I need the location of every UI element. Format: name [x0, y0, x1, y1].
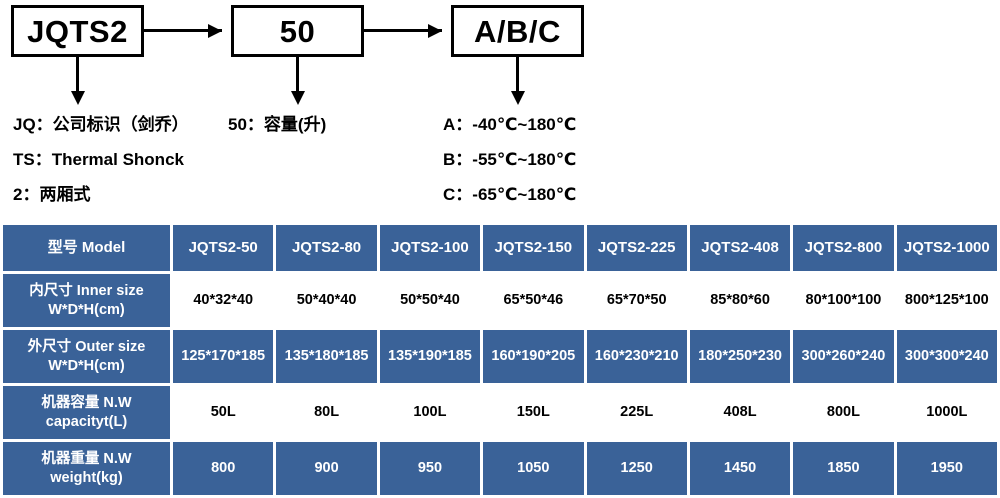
cell-weight-6: 1450 [689, 442, 791, 495]
cell-weight-2: 900 [276, 442, 377, 495]
cell-capacity-3: 100L [379, 386, 481, 439]
legend-line-b: B：-55℃~180℃ [443, 150, 577, 169]
cell-outer-size-2: 135*180*185 [276, 330, 377, 383]
row-label-inner-size: 内尺寸 Inner size W*D*H(cm) [3, 274, 170, 327]
legend-volume: 50：容量(升) [228, 116, 326, 151]
code-box-temperature: A/B/C [451, 5, 584, 57]
cell-weight-8: 1950 [896, 442, 997, 495]
row-label-inner-size-line2: W*D*H(cm) [48, 301, 125, 318]
row-label-outer-size: 外尺寸 Outer size W*D*H(cm) [3, 330, 170, 383]
header-cell-model-4: JQTS2-150 [483, 225, 584, 271]
header-cell-model-5: JQTS2-225 [586, 225, 687, 271]
cell-outer-size-4: 160*190*205 [483, 330, 584, 383]
legend-line-a: A：-40℃~180℃ [443, 115, 577, 134]
cell-inner-size-5: 65*70*50 [586, 274, 687, 327]
legend-model-prefix: JQ：公司标识（剑乔） TS：Thermal Shonck 2：两厢式 [13, 116, 189, 221]
table-row-weight: 机器重量 N.W weight(kg) 800 900 950 1050 125… [3, 442, 997, 495]
cell-capacity-1: 50L [173, 386, 274, 439]
cell-capacity-7: 800L [793, 386, 894, 439]
table-header-row: 型号 Model JQTS2-50 JQTS2-80 JQTS2-100 JQT… [3, 225, 997, 271]
code-box-volume: 50 [231, 5, 364, 57]
cell-weight-1: 800 [173, 442, 274, 495]
header-cell-model-1: JQTS2-50 [173, 225, 274, 271]
cell-outer-size-7: 300*260*240 [793, 330, 894, 383]
cell-weight-3: 950 [379, 442, 481, 495]
row-label-capacity: 机器容量 N.W capacityt(L) [3, 386, 170, 439]
cell-capacity-4: 150L [483, 386, 584, 439]
row-label-capacity-line2: capacityt(L) [45, 413, 128, 430]
table-row-outer-size: 外尺寸 Outer size W*D*H(cm) 125*170*185 135… [3, 330, 997, 383]
connector-line-volume-to-temperature [364, 29, 442, 32]
code-box-volume-label: 50 [279, 13, 316, 49]
cell-outer-size-8: 300*300*240 [896, 330, 997, 383]
cell-inner-size-6: 85*80*60 [689, 274, 791, 327]
cell-capacity-5: 225L [586, 386, 687, 439]
arrow-right-icon [428, 23, 442, 38]
cell-inner-size-8: 800*125*100 [896, 274, 997, 327]
connector-line-temperature-down [516, 57, 519, 93]
table-header: 型号 Model JQTS2-50 JQTS2-80 JQTS2-100 JQT… [3, 225, 997, 271]
cell-outer-size-3: 135*190*185 [379, 330, 481, 383]
header-cell-model: 型号 Model [3, 225, 170, 271]
header-cell-model-2: JQTS2-80 [276, 225, 377, 271]
header-cell-model-3: JQTS2-100 [379, 225, 481, 271]
cell-weight-7: 1850 [793, 442, 894, 495]
cell-capacity-6: 408L [689, 386, 791, 439]
legend-temperature-range: A：-40℃~180℃ B：-55℃~180℃ C：-65℃~180℃ [443, 116, 576, 221]
cell-weight-5: 1250 [586, 442, 687, 495]
cell-inner-size-1: 40*32*40 [173, 274, 274, 327]
table-body: 内尺寸 Inner size W*D*H(cm) 40*32*40 50*40*… [3, 274, 997, 495]
cell-inner-size-7: 80*100*100 [793, 274, 894, 327]
row-label-capacity-line1: 机器容量 N.W [41, 394, 132, 411]
table-row-inner-size: 内尺寸 Inner size W*D*H(cm) 40*32*40 50*40*… [3, 274, 997, 327]
arrow-down-icon [70, 91, 85, 105]
cell-outer-size-6: 180*250*230 [689, 330, 791, 383]
connector-line-model-down [76, 57, 79, 93]
row-label-inner-size-line1: 内尺寸 Inner size [29, 282, 144, 299]
cell-inner-size-4: 65*50*46 [483, 274, 584, 327]
arrow-down-icon [290, 91, 305, 105]
header-cell-model-8: JQTS2-1000 [896, 225, 997, 271]
cell-outer-size-5: 160*230*210 [586, 330, 687, 383]
code-box-temperature-label: A/B/C [474, 13, 561, 49]
product-code-diagram: JQTS2 50 A/B/C JQ：公司标识（剑乔） TS：Thermal Sh… [0, 0, 1000, 215]
specification-table: 型号 Model JQTS2-50 JQTS2-80 JQTS2-100 JQT… [0, 222, 1000, 498]
code-box-model-label: JQTS2 [27, 13, 128, 49]
row-label-weight-line2: weight(kg) [50, 469, 123, 486]
arrow-right-icon [208, 23, 222, 38]
cell-outer-size-1: 125*170*185 [173, 330, 274, 383]
legend-line-c: C：-65℃~180℃ [443, 185, 577, 204]
legend-line-2: 2：两厢式 [13, 185, 91, 204]
header-cell-model-6: JQTS2-408 [689, 225, 791, 271]
cell-capacity-2: 80L [276, 386, 377, 439]
arrow-down-icon [510, 91, 525, 105]
row-label-outer-size-line1: 外尺寸 Outer size [27, 338, 146, 355]
cell-capacity-8: 1000L [896, 386, 997, 439]
connector-line-volume-down [296, 57, 299, 93]
cell-inner-size-3: 50*50*40 [379, 274, 481, 327]
connector-line-model-to-volume [144, 29, 222, 32]
cell-inner-size-2: 50*40*40 [276, 274, 377, 327]
legend-line-50: 50：容量(升) [228, 115, 327, 134]
table-row-capacity: 机器容量 N.W capacityt(L) 50L 80L 100L 150L … [3, 386, 997, 439]
cell-weight-4: 1050 [483, 442, 584, 495]
header-cell-model-7: JQTS2-800 [793, 225, 894, 271]
legend-line-ts: TS：Thermal Shonck [13, 150, 184, 169]
legend-line-jq: JQ：公司标识（剑乔） [13, 115, 189, 134]
row-label-outer-size-line2: W*D*H(cm) [48, 357, 125, 374]
row-label-weight: 机器重量 N.W weight(kg) [3, 442, 170, 495]
code-box-model: JQTS2 [11, 5, 144, 57]
row-label-weight-line1: 机器重量 N.W [41, 450, 132, 467]
